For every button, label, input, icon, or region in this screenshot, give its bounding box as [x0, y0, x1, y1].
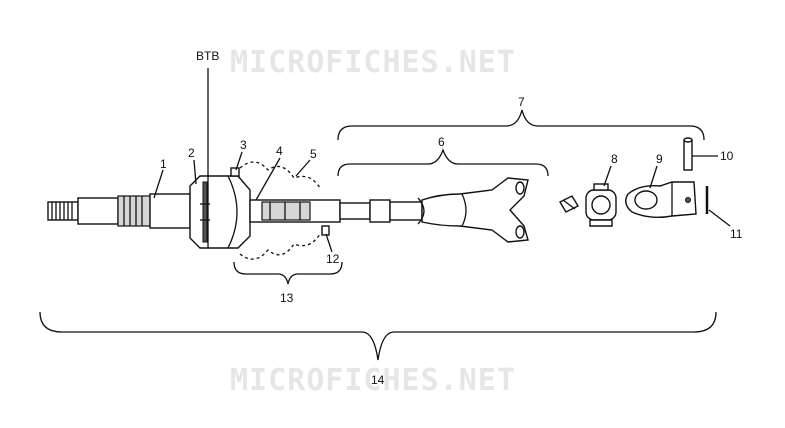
bracket-7	[337, 109, 705, 141]
callout-2: 2	[188, 146, 195, 160]
callout-12: 12	[326, 252, 340, 266]
callout-7: 7	[518, 95, 525, 109]
callout-8: 8	[611, 152, 618, 166]
part-10-pin	[683, 137, 693, 171]
part-1-axle-shaft	[47, 193, 191, 229]
callout-3: 3	[240, 138, 247, 152]
part-5-boot	[239, 161, 321, 260]
callout-14: 14	[371, 373, 385, 387]
watermark-bottom: MICROFICHES.NET	[230, 363, 516, 398]
part-2-cv-housing	[189, 175, 251, 249]
part-12-clamp	[321, 225, 330, 236]
callout-btb: BTB	[196, 49, 219, 63]
part-4-inner-shaft	[249, 199, 341, 223]
spline-teeth	[51, 202, 73, 220]
callout-10: 10	[720, 149, 734, 163]
callout-9: 9	[656, 152, 663, 166]
callout-13: 13	[280, 291, 294, 305]
part-8-universal-joint	[559, 183, 617, 227]
callout-11: 11	[730, 227, 743, 241]
bracket-13	[233, 261, 343, 285]
part-3-clamp	[230, 167, 240, 177]
bracket-14	[39, 311, 717, 361]
callout-1: 1	[160, 157, 167, 171]
watermark-top: MICROFICHES.NET	[230, 45, 516, 80]
part-9-end-yoke	[625, 181, 697, 219]
part-6-slip-yoke	[339, 177, 529, 243]
callout-6: 6	[438, 135, 445, 149]
callout-4: 4	[276, 144, 283, 158]
leader-lines	[153, 68, 731, 253]
callout-5: 5	[310, 147, 317, 161]
bracket-6	[337, 148, 549, 177]
